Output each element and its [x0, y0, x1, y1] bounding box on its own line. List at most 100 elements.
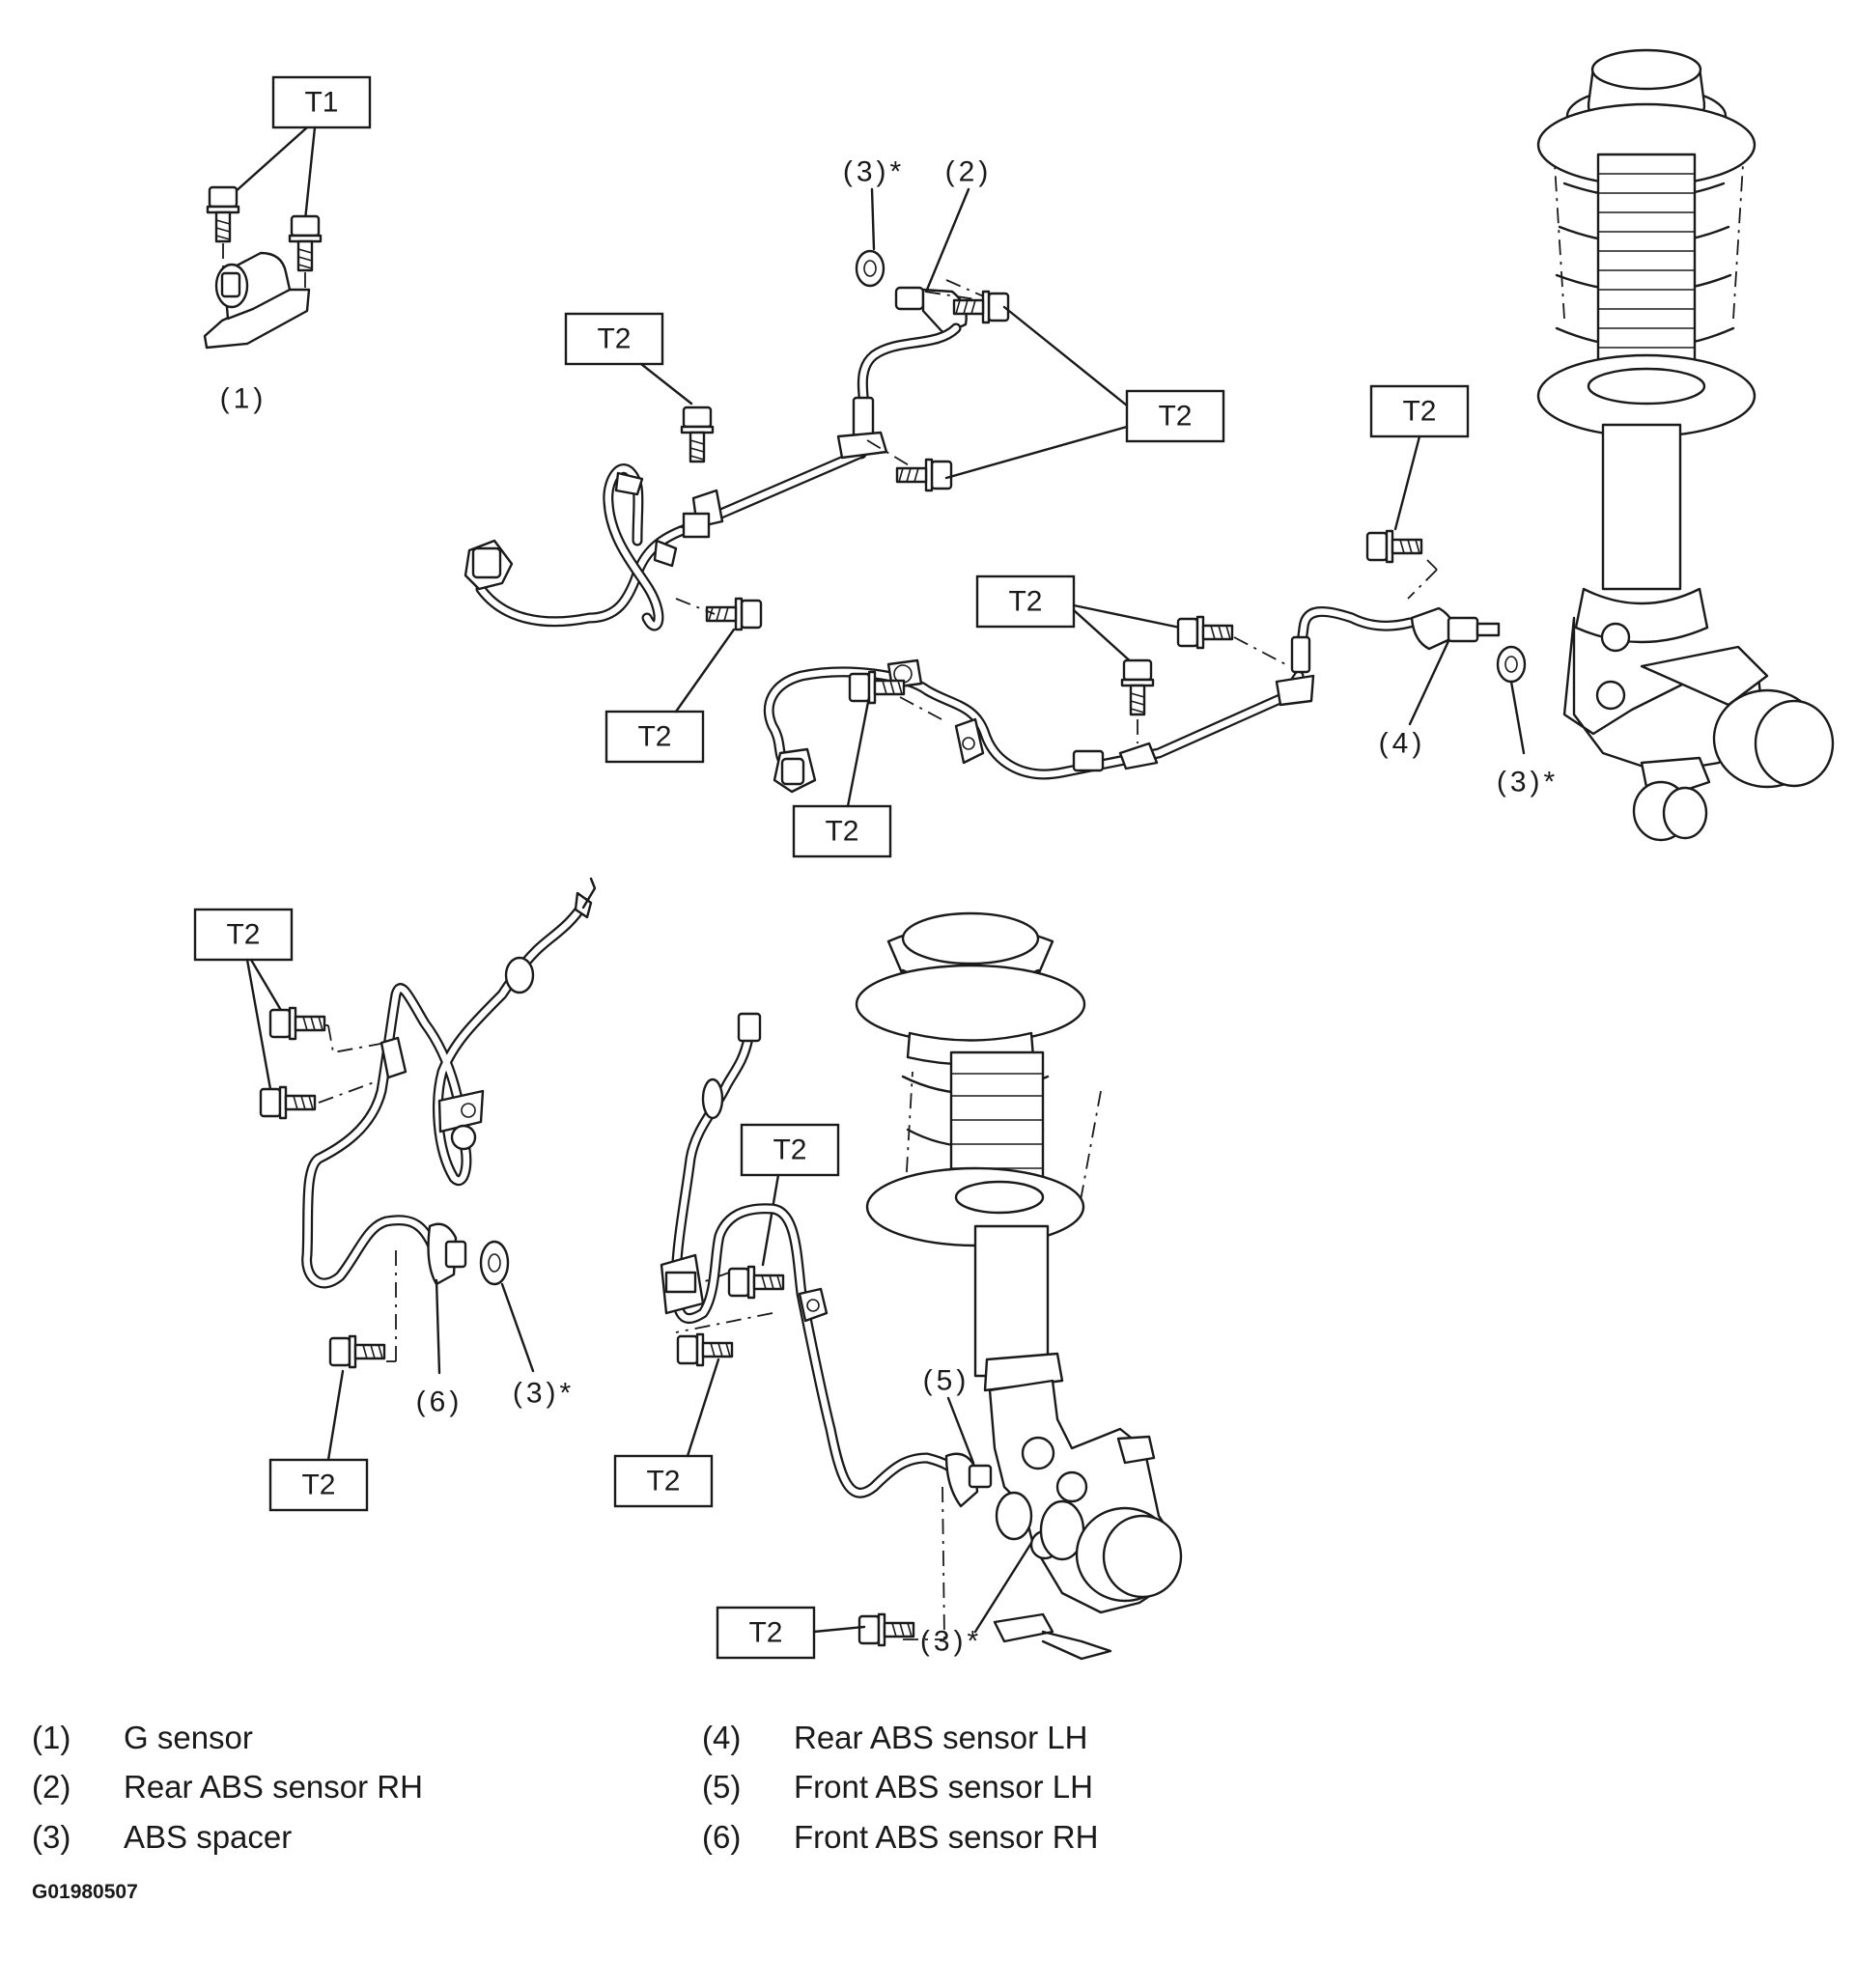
torque-label-t2: T2	[646, 1466, 680, 1498]
callout-rear-rh: (2)	[945, 156, 993, 188]
leader-line	[245, 958, 272, 1091]
torque-label-t2: T2	[1402, 396, 1436, 428]
torque-box-t1: T1	[271, 75, 372, 129]
bolt-icon	[705, 597, 763, 631]
abs-spacer-part	[855, 249, 885, 288]
leader-line	[925, 187, 970, 292]
leader-line	[686, 1358, 720, 1458]
torque-box-t2: T2	[268, 1458, 369, 1512]
legend-item-label: Front ABS sensor LH	[794, 1769, 1093, 1805]
rear-lh-sensor-head	[1410, 606, 1501, 651]
torque-label-t2: T2	[1158, 401, 1192, 433]
legend-item-label: Rear ABS sensor LH	[794, 1720, 1088, 1755]
leader-line	[846, 695, 871, 808]
g-sensor-part	[203, 251, 311, 350]
legend-item-number: (5)	[702, 1769, 742, 1805]
torque-box-t2: T2	[564, 312, 664, 366]
leader-line	[812, 1625, 866, 1634]
torque-label-t2: T2	[773, 1134, 806, 1166]
g-sensor-assembly: T1 (1)	[203, 75, 372, 415]
leader-line	[1408, 639, 1450, 726]
bolt-icon	[680, 406, 715, 463]
torque-label-t1: T1	[304, 87, 338, 119]
front-abs-sensor-rh-assembly: T2 (6) (3)*	[193, 877, 597, 1512]
bolt-icon	[206, 185, 240, 243]
legend-item-number: (1)	[32, 1720, 71, 1755]
torque-box-t2: T2	[975, 574, 1076, 629]
bolt-icon	[1120, 658, 1155, 716]
torque-label-t2: T2	[226, 919, 260, 951]
bolt-icon	[895, 458, 953, 492]
rear-rh-harness	[464, 322, 962, 631]
front-strut-assembly	[855, 911, 1183, 1661]
torque-box-t2: T2	[716, 1606, 816, 1660]
leader-line	[944, 425, 1129, 480]
front-lh-harness	[660, 1012, 993, 1508]
leader-line	[1072, 603, 1182, 630]
legend-item-number: (4)	[702, 1720, 742, 1755]
leader-line	[674, 628, 736, 714]
leader-line	[1393, 434, 1421, 531]
torque-label-t2: T2	[825, 816, 858, 848]
torque-box-t2: T2	[792, 804, 892, 858]
leader-line	[1072, 608, 1136, 666]
leader-line	[946, 1396, 975, 1465]
leader-line	[249, 958, 284, 1014]
rear-strut-assembly	[1536, 48, 1835, 842]
rear-lh-harness	[763, 605, 1416, 794]
callout-spacer: (3)*	[1497, 767, 1559, 798]
rear-abs-sensor-lh-assembly: T2 T2	[763, 384, 1559, 858]
rear-abs-sensor-rh-assembly: (3)* (2)	[464, 156, 1225, 764]
bolt-icon	[268, 1006, 326, 1041]
abs-sensor-exploded-diagram: T1 (1) (3)* (2)	[193, 48, 1835, 1661]
torque-label-t2: T2	[597, 323, 631, 355]
torque-box-t2: T2	[740, 1123, 840, 1177]
legend-item-number: (6)	[702, 1819, 742, 1855]
legend-item-number: (3)	[32, 1819, 71, 1855]
legend-item-label: Rear ABS sensor RH	[124, 1769, 423, 1805]
legend-item-label: Front ABS sensor RH	[794, 1819, 1099, 1855]
leader-line	[303, 126, 317, 222]
bolt-icon	[676, 1332, 734, 1367]
figure-code: G01980507	[32, 1881, 138, 1903]
bolt-icon	[1365, 529, 1423, 564]
leader-line	[1509, 680, 1526, 755]
front-abs-sensor-lh-assembly: T2 T2 T2	[613, 1012, 1035, 1660]
callout-front-lh: (5)	[923, 1365, 970, 1397]
torque-label-t2: T2	[1008, 586, 1042, 618]
callout-spacer: (3)*	[843, 156, 905, 188]
torque-box-t2: T2	[604, 710, 705, 764]
leader-line	[639, 362, 693, 406]
legend-item-label: ABS spacer	[124, 1819, 293, 1855]
leader-line	[973, 1538, 1035, 1634]
legend-item-label: G sensor	[124, 1720, 253, 1755]
callout-front-rh: (6)	[416, 1386, 464, 1418]
legend-item-number: (2)	[32, 1769, 71, 1805]
torque-label-t2: T2	[637, 721, 671, 753]
leader-line	[435, 1278, 441, 1375]
callout-spacer: (3)*	[920, 1626, 982, 1658]
leader-line	[870, 187, 876, 251]
front-rh-harness	[301, 877, 597, 1289]
leader-line	[232, 126, 309, 195]
callout-spacer: (3)*	[513, 1378, 575, 1410]
torque-box-t2: T2	[1369, 384, 1470, 438]
bolt-icon	[727, 1265, 785, 1300]
abs-spacer-part	[479, 1240, 510, 1286]
bolt-icon	[1176, 615, 1234, 650]
torque-box-t2: T2	[193, 908, 294, 962]
callout-rear-lh: (4)	[1379, 728, 1426, 760]
leader-line	[1002, 305, 1129, 407]
bolt-icon	[288, 214, 323, 272]
abs-spacer-part	[1496, 645, 1527, 684]
callout-g-sensor: (1)	[220, 383, 267, 415]
torque-box-t2: T2	[613, 1454, 714, 1508]
leader-line	[761, 1173, 780, 1267]
torque-label-t2: T2	[301, 1470, 335, 1501]
bolt-icon	[328, 1334, 386, 1369]
torque-label-t2: T2	[748, 1617, 782, 1649]
leader-line	[326, 1369, 345, 1462]
leader-line	[500, 1282, 535, 1373]
torque-box-t2: T2	[1125, 389, 1225, 443]
bolt-icon	[857, 1612, 915, 1647]
